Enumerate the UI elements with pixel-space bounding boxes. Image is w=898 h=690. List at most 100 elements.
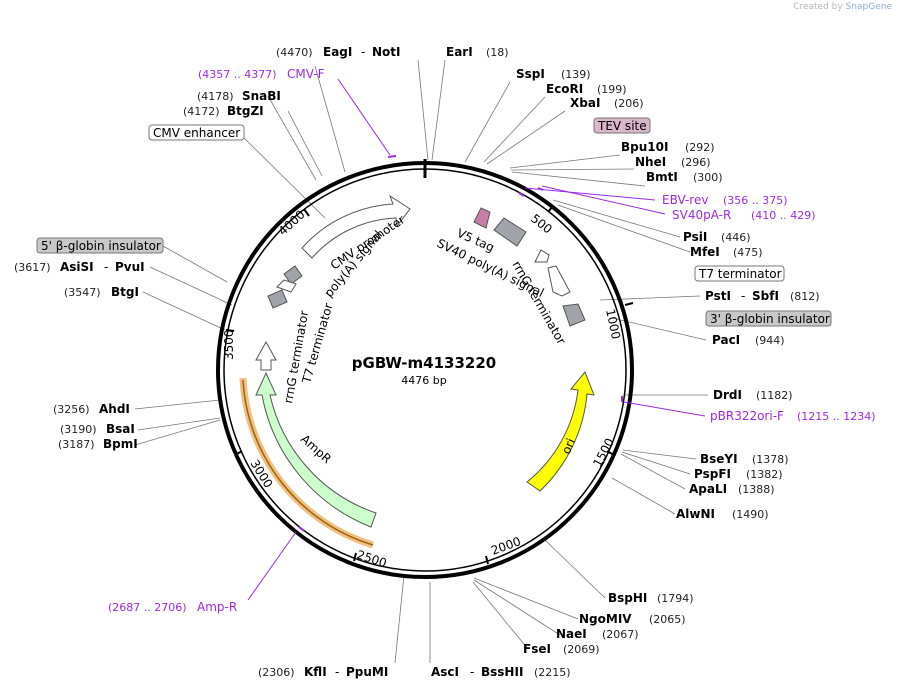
site-drdi[interactable]: DrdI (1182) — [713, 388, 793, 402]
site-fsei[interactable]: FseI (2069) — [523, 642, 600, 656]
site-snabi-name: SnaBI — [242, 89, 281, 103]
tick-1000: 1000 — [603, 308, 623, 341]
bglob5-feature[interactable] — [267, 289, 288, 309]
site-ngomiv[interactable]: NgoMIV (2065) — [579, 612, 686, 626]
tick-3500: 3500 — [222, 329, 236, 360]
site-eari-name: EarI — [446, 45, 473, 59]
v5-tag-feature[interactable] — [473, 207, 491, 229]
cmv-enh-label: CMV enhancer — [153, 126, 240, 140]
site-nhei-name: NheI — [635, 155, 666, 169]
primer-amp-r[interactable]: (2687 .. 2706) Amp-R — [108, 600, 237, 614]
site-eagi-noti-pos: (4470) — [276, 46, 313, 59]
cmv-promoter-arrow[interactable] — [301, 194, 411, 259]
rrng-left-arrow[interactable] — [255, 340, 277, 371]
site-alwni-name: AlwNI — [676, 507, 715, 521]
site-nhei-pos: (296) — [681, 156, 711, 169]
site-pspfi[interactable]: PspFI (1382) — [694, 467, 783, 481]
site-naei-pos: (2067) — [602, 628, 639, 641]
primer-ebv-rev-range: (356 .. 375) — [723, 194, 788, 207]
site-bseyi[interactable]: BseYI (1378) — [700, 452, 789, 466]
primer-ebv-rev-name: EBV-rev — [662, 193, 708, 207]
site-asisi-pvui[interactable]: (3617) AsiSI - PvuI — [14, 260, 145, 274]
primer-amp-r-range: (2687 .. 2706) — [108, 601, 187, 614]
primer-cmv-f-name: CMV-F — [287, 67, 325, 81]
site-btgi[interactable]: (3547) BtgI — [64, 285, 139, 299]
t7-box — [694, 265, 785, 282]
primer-ebv-rev[interactable]: EBV-rev (356 .. 375) — [662, 193, 788, 207]
feature-tev-site[interactable]: TEV site — [593, 117, 651, 134]
primer-leaders — [247, 78, 706, 601]
site-psti-sbfi-sep: - — [741, 289, 745, 303]
feature-cmv-enhancer[interactable]: CMV enhancer — [148, 124, 245, 141]
bglob3-feature[interactable] — [562, 303, 586, 327]
site-psii[interactable]: PsiI (446) — [683, 230, 751, 244]
ampr-primer-line — [242, 379, 374, 546]
site-bpu10i[interactable]: Bpu10I (292) — [621, 140, 715, 154]
site-ngomiv-pos: (2065) — [649, 613, 686, 626]
site-xbai[interactable]: XbaI (206) — [570, 96, 644, 110]
cmv-enh-feature[interactable] — [283, 265, 303, 285]
site-mfei[interactable]: MfeI (475) — [690, 245, 763, 259]
bglob3-box — [705, 310, 832, 327]
site-eagi-noti[interactable]: (4470) EagI - NotI — [276, 45, 401, 59]
site-kfli-ppumi[interactable]: (2306) KflI - PpuMI — [258, 665, 388, 679]
ampr-arrow[interactable] — [255, 371, 377, 528]
site-bsphi[interactable]: BspHI (1794) — [608, 591, 694, 605]
cmv-enh-box — [148, 124, 245, 141]
ori-arrow[interactable] — [526, 371, 595, 492]
site-bseyi-name: BseYI — [700, 452, 738, 466]
site-sbfi-name: SbfI — [752, 289, 779, 303]
primer-sv40pa-r[interactable]: SV40pA-R (410 .. 429) — [672, 208, 816, 222]
primer-cmv-f[interactable]: (4357 .. 4377) CMV-F — [198, 67, 325, 81]
rrng-right-arrow[interactable] — [534, 249, 550, 263]
site-eari[interactable]: EarI (18) — [446, 45, 509, 59]
feature-bglob5[interactable]: 5' β-globin insulator — [36, 237, 164, 254]
t7-right-arrow[interactable] — [547, 265, 571, 297]
site-bmti-pos: (300) — [693, 171, 723, 184]
sv40-polya-feature[interactable] — [493, 217, 527, 247]
site-eagi-noti-sep: - — [361, 45, 365, 59]
snapgene-logo: SnapGene — [845, 2, 892, 12]
site-apali[interactable]: ApaLI (1388) — [689, 482, 775, 496]
site-sspi[interactable]: SspI (139) — [516, 67, 591, 81]
site-alwni[interactable]: AlwNI (1490) — [676, 507, 769, 521]
site-naei[interactable]: NaeI (2067) — [556, 627, 639, 641]
site-apali-name: ApaLI — [689, 482, 727, 496]
site-noti-name: NotI — [372, 45, 401, 59]
site-eagi-name: EagI — [323, 45, 352, 59]
site-ecori-pos: (199) — [597, 83, 627, 96]
site-bsai[interactable]: (3190) BsaI — [60, 422, 135, 436]
tick-marks — [225, 205, 634, 565]
primer-pbr322ori-f[interactable]: pBR322ori-F (1215 .. 1234) — [710, 409, 876, 423]
site-snabi[interactable]: (4178) SnaBI — [197, 89, 281, 103]
site-apali-pos: (1388) — [738, 483, 775, 496]
site-ecori[interactable]: EcoRI (199) — [546, 82, 627, 96]
site-bmti[interactable]: BmtI (300) — [646, 170, 723, 184]
site-snabi-pos: (4178) — [197, 90, 234, 103]
feature-bglob3[interactable]: 3' β-globin insulator — [705, 310, 832, 327]
site-sspi-pos: (139) — [561, 68, 591, 81]
site-bsphi-name: BspHI — [608, 591, 647, 605]
site-paci[interactable]: PacI (944) — [712, 333, 785, 347]
site-asci-bsshii[interactable]: AscI - BssHII (2215) — [431, 665, 571, 679]
tev-box — [593, 117, 651, 134]
site-bseyi-pos: (1378) — [752, 453, 789, 466]
site-drdi-pos: (1182) — [756, 389, 793, 402]
site-paci-pos: (944) — [755, 334, 785, 347]
site-bpmi[interactable]: (3187) BpmI — [58, 437, 138, 451]
feature-t7-terminator[interactable]: T7 terminator — [694, 265, 785, 282]
bglob5-label: 5' β-globin insulator — [41, 239, 161, 253]
site-nhei[interactable]: NheI (296) — [635, 155, 711, 169]
site-alwni-pos: (1490) — [732, 508, 769, 521]
site-psti-name: PstI — [705, 289, 731, 303]
site-psti-sbfi[interactable]: PstI - SbfI (812) — [705, 289, 820, 303]
primer-pbr322-range: (1215 .. 1234) — [797, 410, 876, 423]
polya-left-arrow[interactable] — [276, 279, 297, 293]
site-kfli-ppumi-sep: - — [335, 665, 339, 679]
site-ahdi[interactable]: (3256) AhdI — [53, 402, 130, 416]
site-ahdi-pos: (3256) — [53, 403, 90, 416]
site-fsei-name: FseI — [523, 642, 551, 656]
site-bmti-name: BmtI — [646, 170, 678, 184]
site-btgzi[interactable]: (4172) BtgZI — [183, 104, 264, 118]
site-kfli-name: KflI — [304, 665, 327, 679]
